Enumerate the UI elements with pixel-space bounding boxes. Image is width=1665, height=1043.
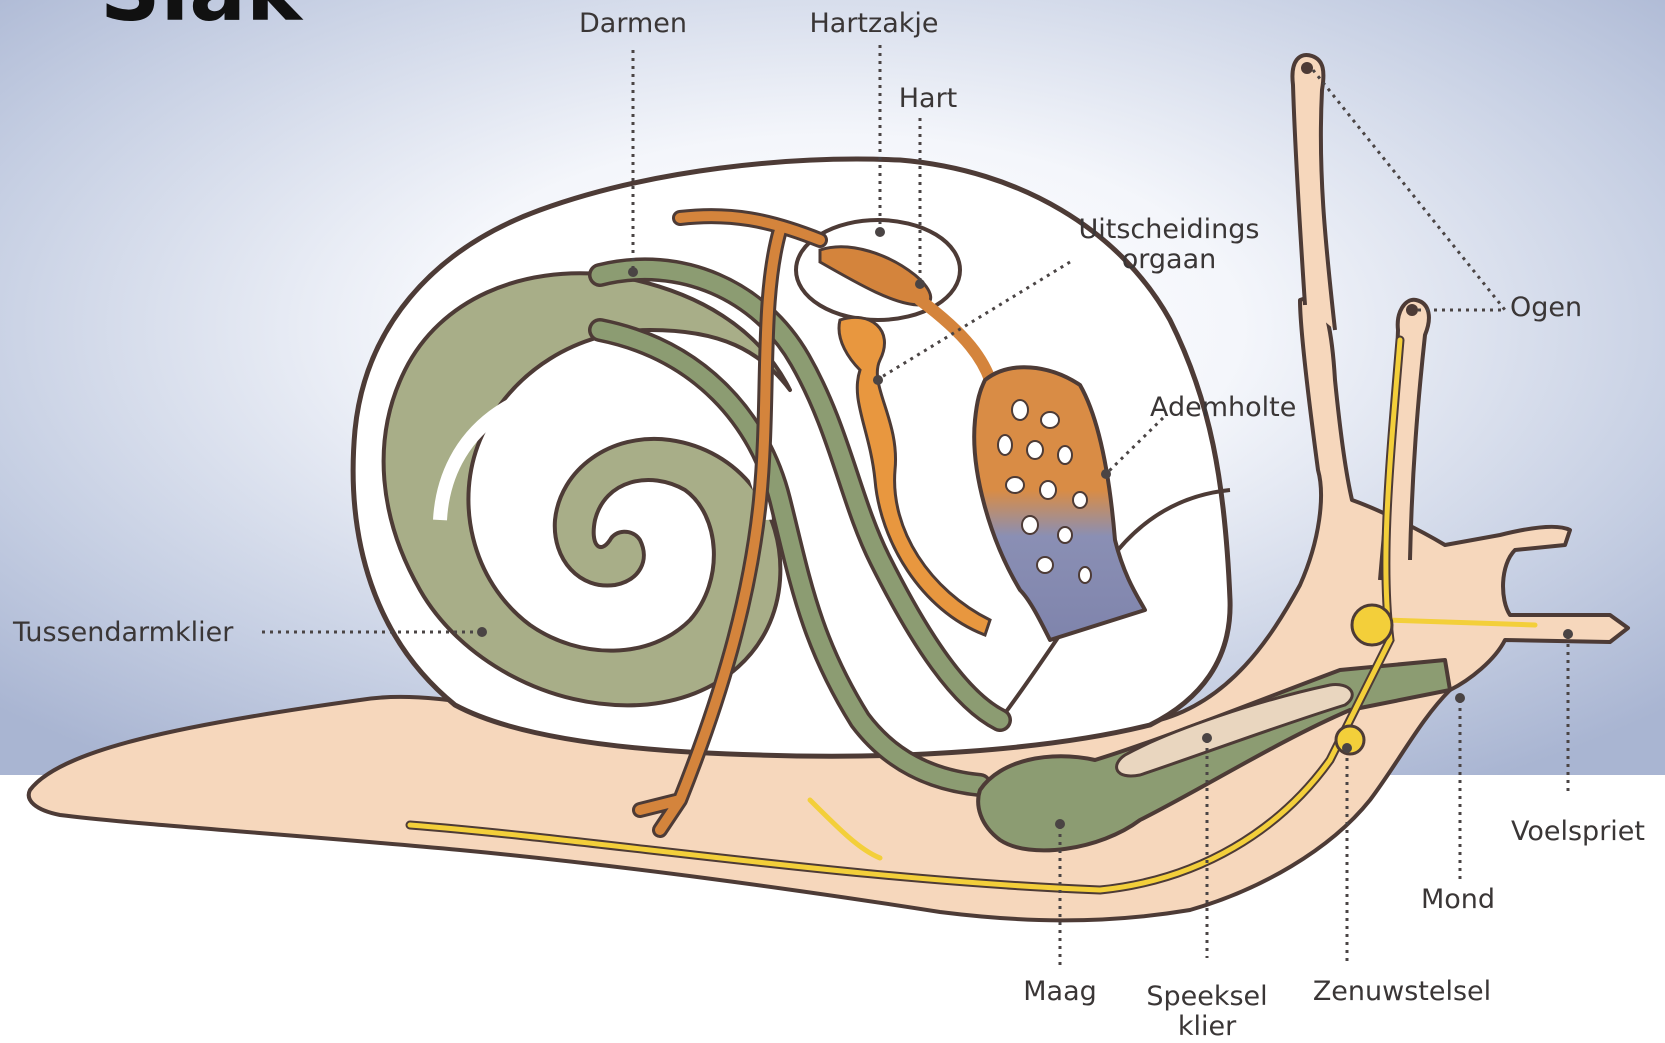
label-uitscheidings: Uitscheidings <box>1079 214 1260 245</box>
label-maag: Maag <box>1023 976 1097 1007</box>
label-ogen: Ogen <box>1510 292 1582 323</box>
label-tussendarmklier: Tussendarmklier <box>12 617 234 648</box>
label-hartzakje: Hartzakje <box>809 8 938 39</box>
label-klier: klier <box>1178 1011 1237 1042</box>
label-darmen: Darmen <box>579 8 687 39</box>
label-orgaan: orgaan <box>1122 244 1217 275</box>
cerebral-ganglion <box>1352 605 1392 645</box>
eye-long <box>1301 62 1313 74</box>
label-voelspriet: Voelspriet <box>1511 816 1645 847</box>
label-zenuwstelsel: Zenuwstelsel <box>1313 976 1491 1007</box>
diagram-title: Slak <box>100 0 304 40</box>
eye-short <box>1406 304 1418 316</box>
label-speeksel: Speeksel <box>1146 981 1267 1012</box>
label-ademholte: Ademholte <box>1150 392 1296 423</box>
label-hart: Hart <box>899 83 958 114</box>
label-mond: Mond <box>1421 884 1495 915</box>
